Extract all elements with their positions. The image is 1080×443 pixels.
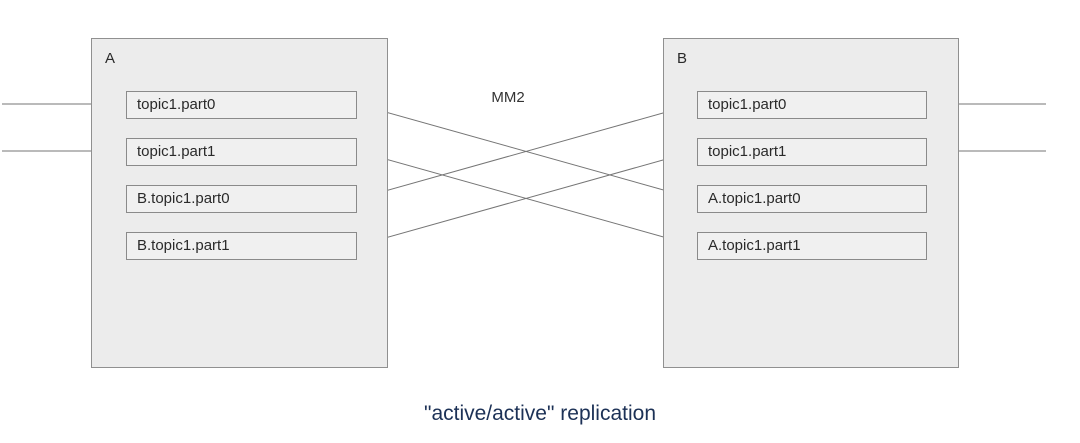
diagram-caption: "active/active" replication bbox=[423, 402, 656, 425]
topic-b-a-topic1-part0: A.topic1.part0 bbox=[697, 185, 927, 213]
arrow-a-part1-to-b bbox=[356, 150, 694, 247]
cluster-b-box: B topic1.part0 topic1.part1 A.topic1.par… bbox=[663, 38, 959, 368]
cluster-a-label: A bbox=[105, 50, 116, 67]
topic-a-b-topic1-part0: B.topic1.part0 bbox=[126, 185, 357, 213]
topic-a-topic1-part1: topic1.part1 bbox=[126, 138, 357, 166]
arrow-b-part1-to-a bbox=[358, 150, 696, 247]
topic-b-topic1-part1: topic1.part1 bbox=[697, 138, 927, 166]
arrow-b-part0-to-a bbox=[358, 103, 696, 200]
topic-a-topic1-part0: topic1.part0 bbox=[126, 91, 357, 119]
cluster-b-label: B bbox=[677, 50, 688, 67]
topic-b-a-topic1-part1: A.topic1.part1 bbox=[697, 232, 927, 260]
topic-a-b-topic1-part1: B.topic1.part1 bbox=[126, 232, 357, 260]
topic-b-topic1-part0: topic1.part0 bbox=[697, 91, 927, 119]
mm2-label: MM2 bbox=[491, 89, 525, 106]
arrow-a-part0-to-b bbox=[356, 103, 694, 200]
cluster-a-box: A topic1.part0 topic1.part1 B.topic1.par… bbox=[91, 38, 388, 368]
